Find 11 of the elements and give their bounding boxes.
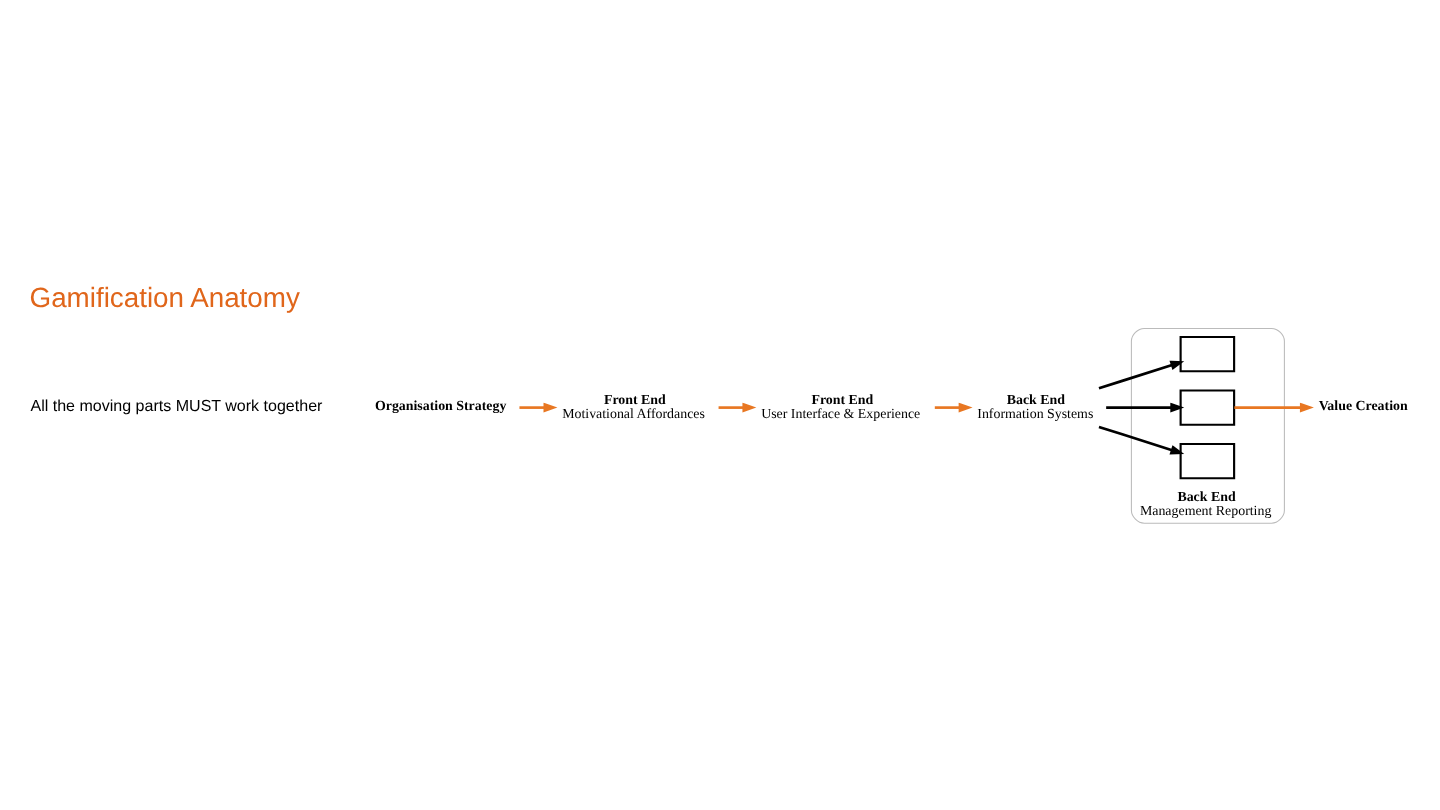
arrow [718,401,757,412]
node-box [1179,388,1236,425]
arrow [1106,401,1185,412]
diagram-title: Gamification Anatomy [29,279,300,312]
arrow [519,401,558,412]
arrow [1234,401,1314,412]
node-box [1179,334,1236,372]
arrow [1098,424,1185,454]
arrow [1098,359,1185,389]
arrow [934,401,973,412]
node-box [1179,441,1236,479]
